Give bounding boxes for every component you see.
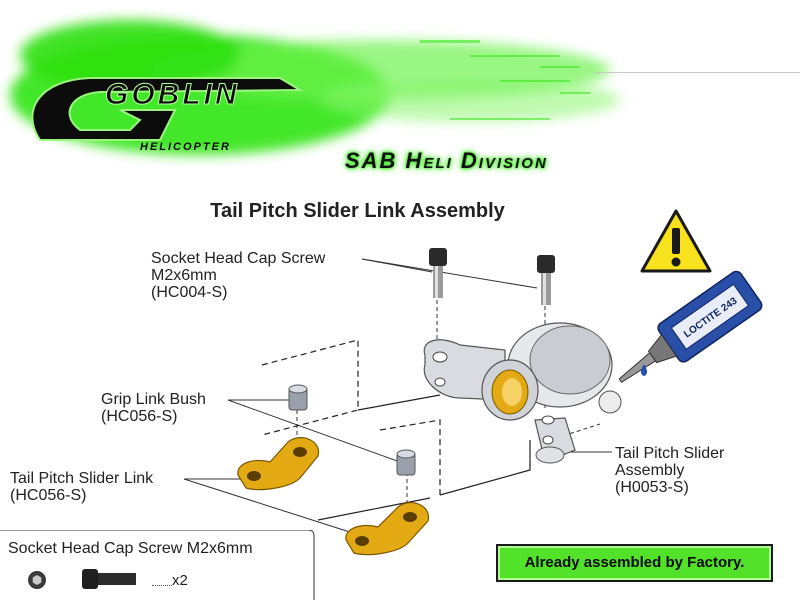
screw-side-icon (82, 569, 136, 589)
legend-dots (152, 585, 172, 586)
logo-wordmark: GOBLIN (105, 78, 240, 111)
label-slider-assembly-line2: Assembly (615, 462, 685, 479)
label-slider-link-line2: (HC056-S) (10, 487, 87, 504)
grip-link-bush-upper (288, 384, 308, 411)
cap-screw-left (429, 248, 447, 298)
perspective-frames (261, 339, 531, 521)
label-grip-bush-line1: Grip Link Bush (101, 391, 206, 408)
screw-head-icon (28, 571, 46, 589)
factory-note-badge: Already assembled by Factory. (496, 544, 773, 582)
parts-legend-frame (0, 530, 315, 600)
label-slider-link: Tail Pitch Slider Link (HC056-S) (10, 470, 153, 504)
label-socket-screw-line3: (HC004-S) (151, 284, 228, 301)
cap-screw-right (537, 255, 555, 305)
label-slider-assembly-line1: Tail Pitch Slider (615, 445, 725, 462)
loctite-drop (641, 364, 647, 376)
logo-swoosh (31, 77, 304, 141)
label-socket-screw-line1: Socket Head Cap Screw (151, 250, 326, 267)
slider-link-upper (237, 437, 319, 491)
label-grip-bush: Grip Link Bush (HC056-S) (101, 391, 206, 425)
label-grip-bush-line2: (HC056-S) (101, 408, 178, 425)
slider-link-lower (345, 502, 429, 556)
label-slider-link-line1: Tail Pitch Slider Link (10, 470, 154, 487)
warning-icon (640, 209, 712, 273)
legend-quantity: x2 (172, 572, 188, 589)
header-rule (594, 72, 800, 73)
slider-assembly (423, 322, 622, 464)
label-socket-screw-line2: M2x6mm (151, 267, 217, 284)
grip-link-bush-lower (396, 449, 416, 476)
loctite-bottle: LOCTITE 243 (618, 270, 763, 383)
label-slider-assembly: Tail Pitch Slider Assembly (H0053-S) (615, 445, 724, 496)
logo-subtext: HELICOPTER (140, 141, 231, 153)
label-slider-assembly-line3: (H0053-S) (615, 479, 689, 496)
goblin-logo: GOBLIN HELICOPTER (10, 20, 620, 155)
label-socket-screw: Socket Head Cap Screw M2x6mm (HC004-S) (151, 250, 325, 301)
leader-lines (183, 258, 612, 535)
factory-note-text: Already assembled by Factory. (524, 554, 745, 571)
legend-title: Socket Head Cap Screw M2x6mm (8, 540, 253, 557)
division-label: SAB Heli Division (345, 148, 548, 173)
logo-speckles (420, 40, 590, 120)
diagram-title: Tail Pitch Slider Link Assembly (210, 200, 505, 222)
